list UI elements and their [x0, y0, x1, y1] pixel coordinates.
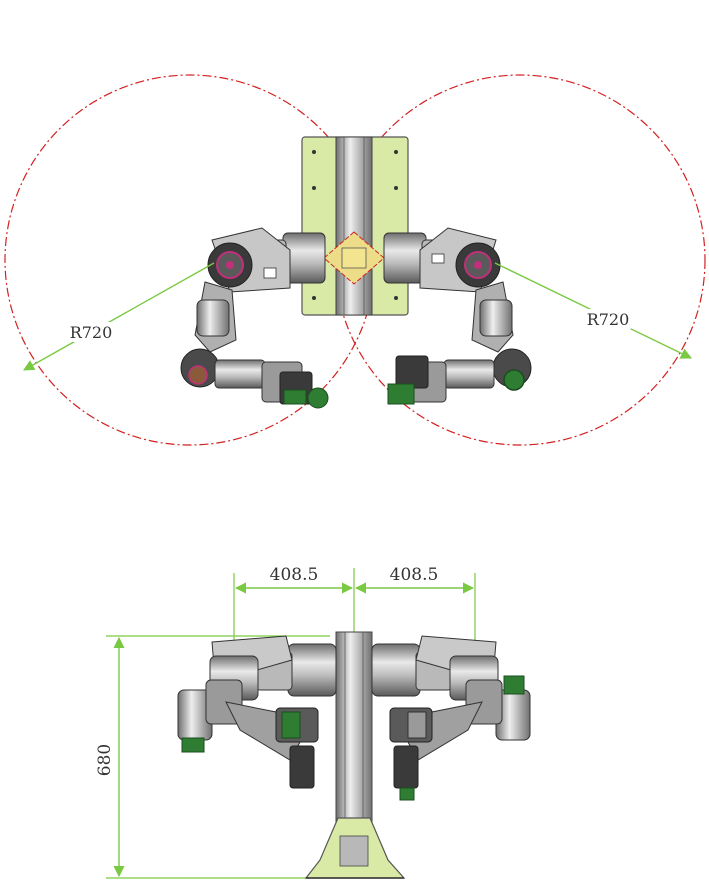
right-arm-top	[383, 227, 532, 405]
left-gripper-front	[289, 745, 315, 789]
left-arm-front	[177, 635, 337, 789]
left-gripper	[307, 387, 329, 409]
left-width-label: 408.5	[270, 565, 319, 585]
right-gripper-front	[393, 745, 419, 789]
top-view: R720 R720	[4, 74, 706, 446]
right-arm-front	[371, 635, 531, 801]
left-elbow-joint	[188, 365, 208, 385]
height-label: 680	[95, 744, 115, 776]
left-radius-label: R720	[70, 323, 113, 342]
support-column	[304, 631, 406, 879]
right-width-label: 408.5	[390, 565, 439, 585]
right-radius-label: R720	[587, 310, 630, 329]
front-view: 408.5 408.5 680	[95, 565, 531, 879]
left-radius-leader	[23, 262, 215, 371]
right-elbow-joint	[503, 369, 525, 391]
right-gripper	[387, 383, 415, 405]
left-arm-top	[180, 227, 329, 409]
base-plate	[301, 136, 409, 316]
